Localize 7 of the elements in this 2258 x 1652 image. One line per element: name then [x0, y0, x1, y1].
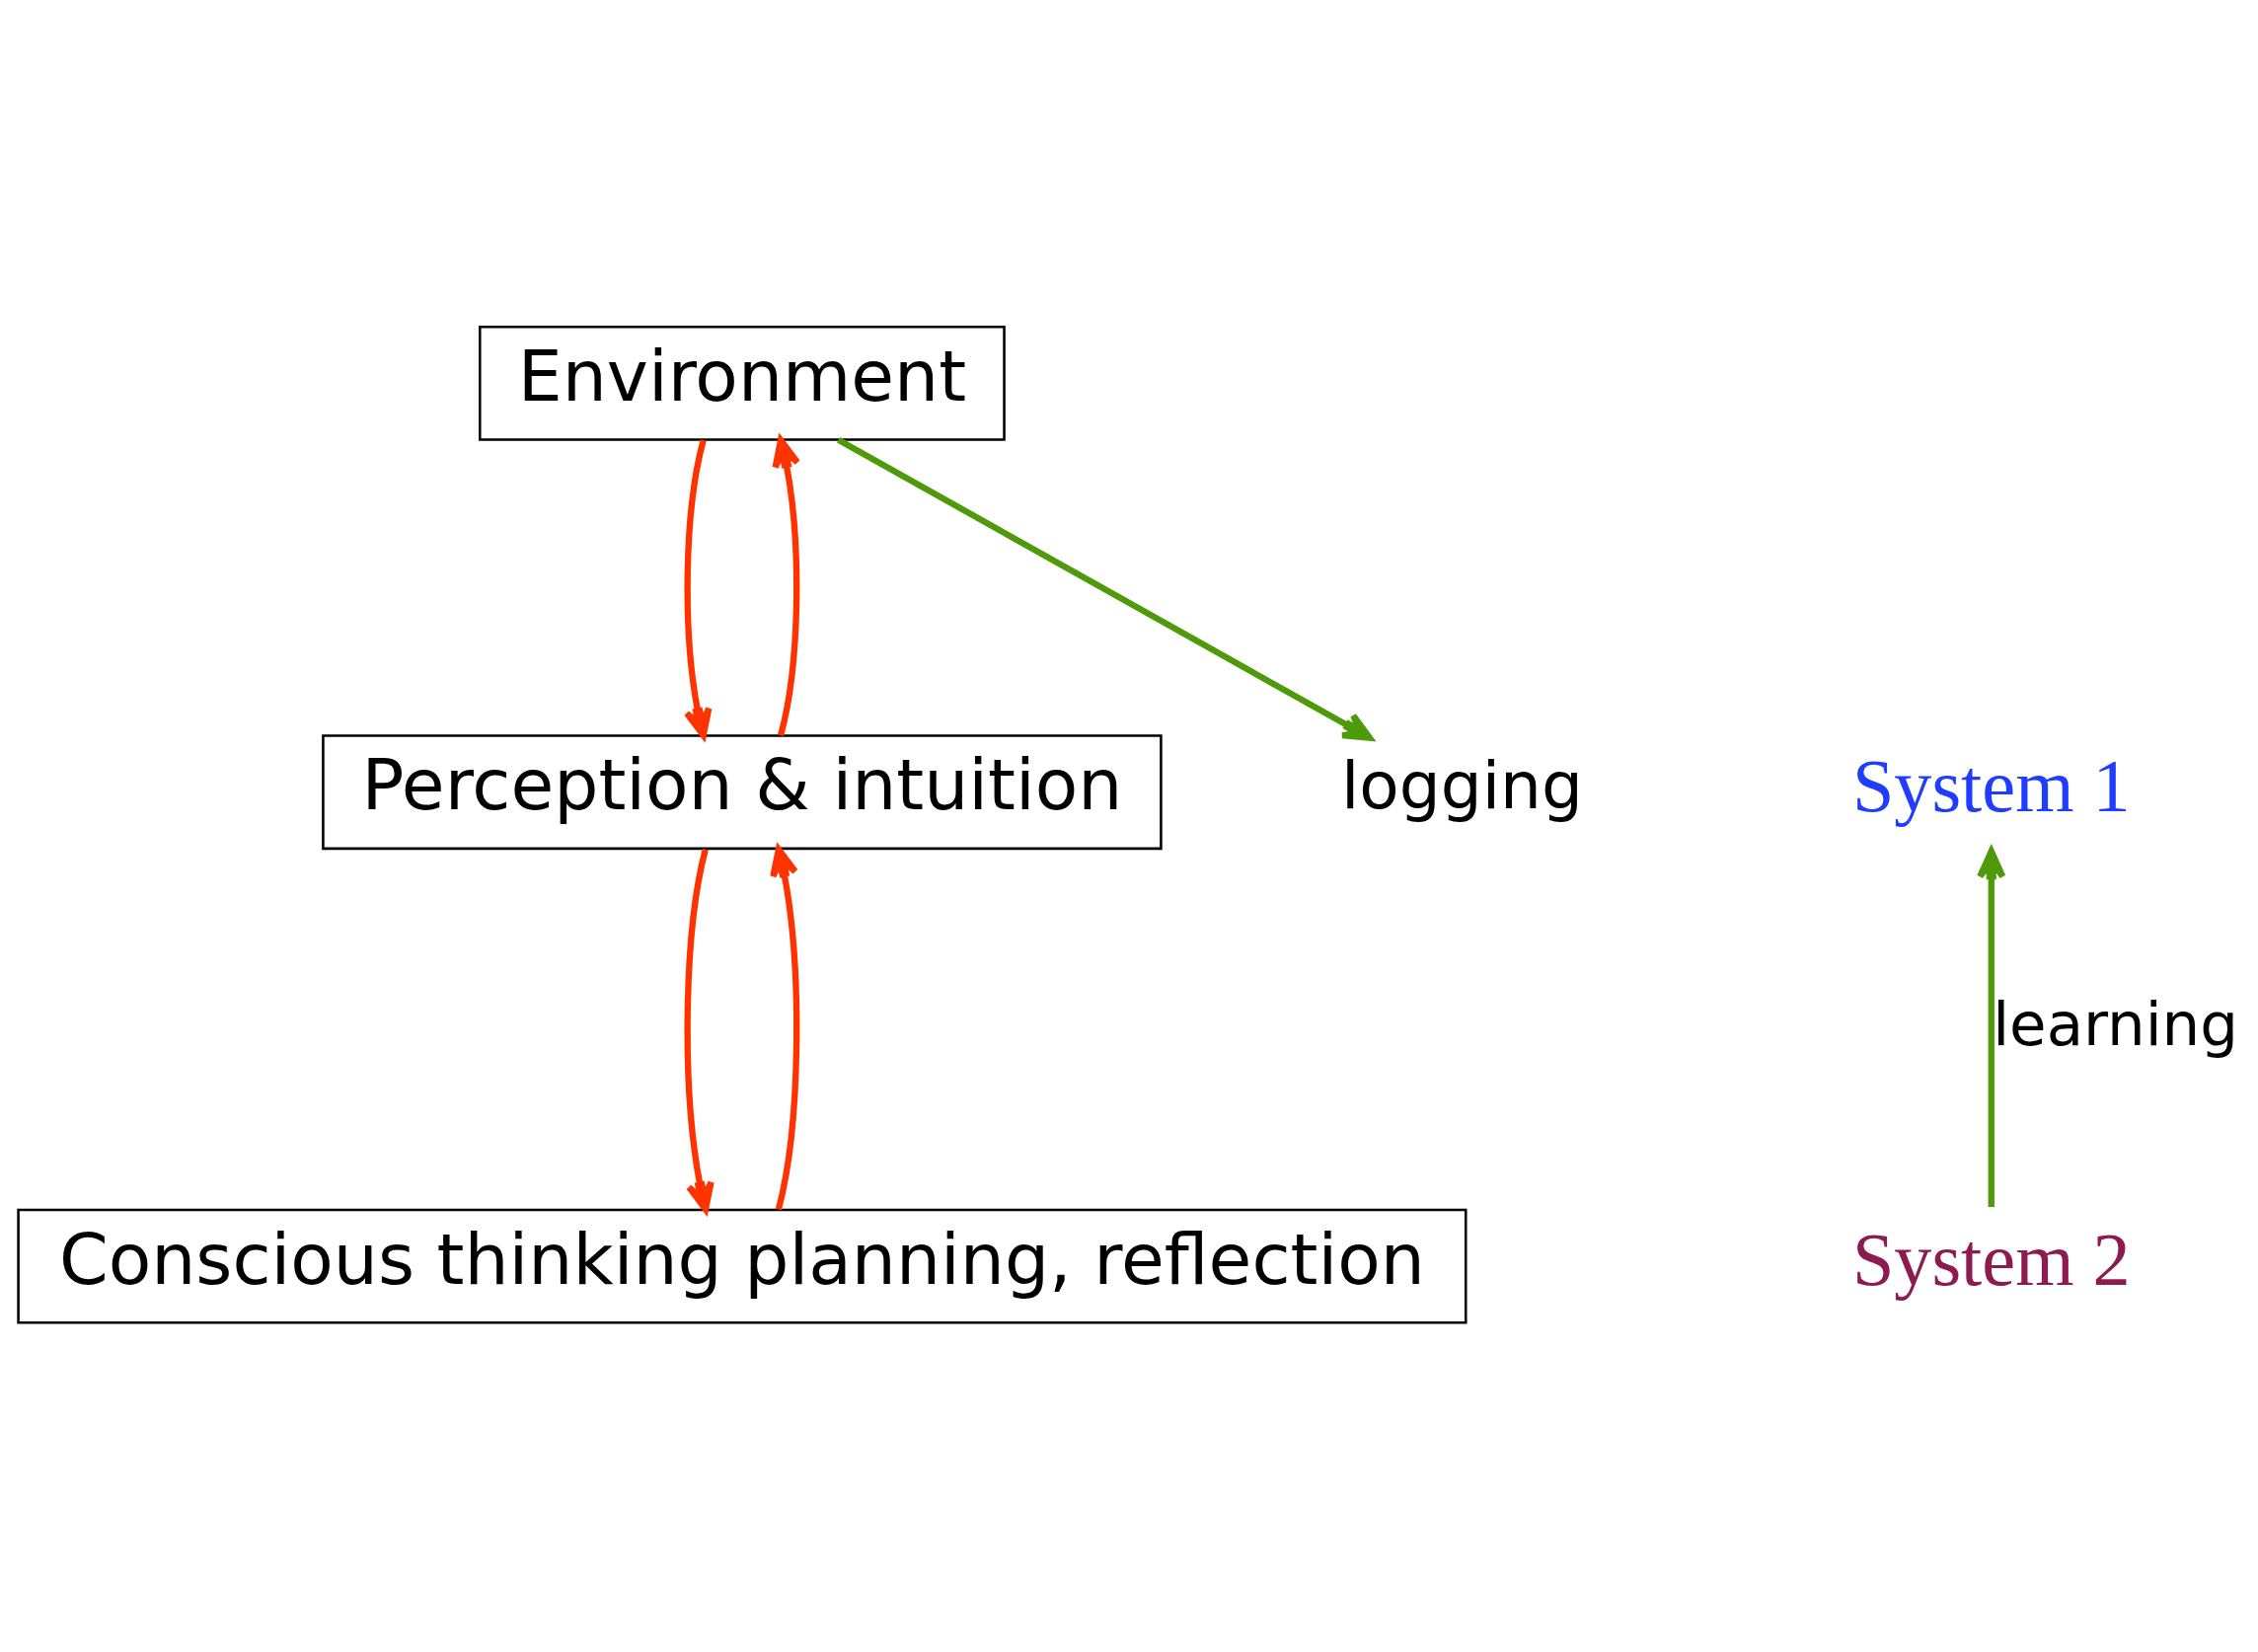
- node-text: logging: [1341, 747, 1583, 824]
- node-box: Environment: [479, 325, 1006, 441]
- node-text: System 2: [1851, 1218, 2131, 1302]
- edge-label: learning: [1993, 988, 2239, 1059]
- node-text: System 1: [1851, 743, 2131, 827]
- node-box: Conscious thinking planning, reflection: [17, 1208, 1468, 1324]
- node-box: Perception & intuition: [322, 734, 1163, 851]
